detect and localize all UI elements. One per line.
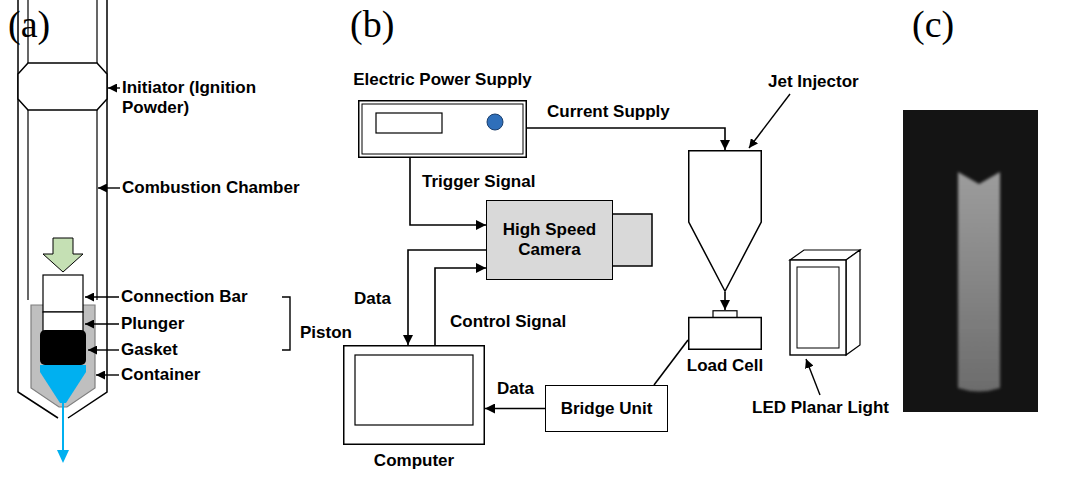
panel-letter: (b) xyxy=(350,2,394,46)
load-body xyxy=(689,318,762,350)
signal-label: Data xyxy=(495,379,536,399)
leader-lines xyxy=(85,88,290,375)
signal-label: Data xyxy=(352,289,393,309)
leader-line xyxy=(85,296,119,297)
node-shape xyxy=(358,100,527,158)
node-label: High Speed Camera xyxy=(493,220,606,260)
housing-wall xyxy=(96,0,97,63)
jet-line xyxy=(62,403,64,452)
part-label: Plunger xyxy=(121,314,184,334)
bracket xyxy=(282,297,290,350)
housing xyxy=(18,0,107,418)
initiator xyxy=(18,63,107,110)
connector xyxy=(654,340,688,385)
connector xyxy=(724,292,726,310)
jet-head xyxy=(57,450,69,463)
node-shape xyxy=(688,310,762,350)
pressure-arrow xyxy=(43,238,83,272)
panel-front xyxy=(790,260,846,355)
container xyxy=(31,305,95,407)
part-label: Piston xyxy=(300,323,352,343)
supply-bezel xyxy=(362,104,523,154)
jet-injector: Jet Injector xyxy=(688,150,762,292)
leader-line xyxy=(85,323,119,324)
monitor-frame xyxy=(344,346,485,445)
supply-knob xyxy=(487,114,503,130)
photo-ground xyxy=(903,110,1038,412)
injector-outline xyxy=(689,151,762,292)
leader-line xyxy=(806,359,820,395)
connector xyxy=(527,128,725,150)
node-label: Electric Power Supply xyxy=(353,70,532,90)
node-shape xyxy=(688,150,762,292)
node-label: Jet Injector xyxy=(768,72,859,92)
panel-inner xyxy=(797,267,839,348)
leader-line xyxy=(749,94,790,148)
signal-label: Control Signal xyxy=(448,312,568,332)
supply-display xyxy=(376,113,442,133)
chamber-wall xyxy=(96,110,97,300)
load-cell: Load Cell xyxy=(688,310,762,350)
node-label: Load Cell xyxy=(687,356,764,376)
plunger xyxy=(43,312,83,332)
panel-side xyxy=(846,250,860,355)
part-label: Connection Bar xyxy=(121,287,248,307)
supply-case xyxy=(359,101,527,158)
monitor-screen xyxy=(355,355,473,425)
part-label: Combustion Chamber xyxy=(122,178,300,198)
node-label: Bridge Unit xyxy=(561,399,653,419)
leader-line xyxy=(98,187,120,188)
gasket xyxy=(40,330,86,365)
camera-box: High Speed Camera xyxy=(486,200,613,280)
signal-label: Trigger Signal xyxy=(420,172,537,192)
node-shape xyxy=(343,345,485,445)
process-box: Bridge Unit xyxy=(545,385,668,432)
computer-monitor: Computer xyxy=(343,345,485,445)
part-label: Initiator (Ignition Powder) xyxy=(122,78,262,118)
node-label: LED Planar Light xyxy=(752,398,889,418)
signal-label: Current Supply xyxy=(545,102,672,122)
panel-letter: (c) xyxy=(912,2,954,46)
liquid-jet xyxy=(958,172,1000,392)
liquid xyxy=(40,365,86,403)
connector xyxy=(435,268,486,345)
panel-letter: (a) xyxy=(8,2,50,46)
part-label: Gasket xyxy=(121,340,178,360)
connector xyxy=(485,408,545,410)
node-label: Computer xyxy=(374,451,454,471)
leader-line xyxy=(88,349,119,350)
injector-section xyxy=(18,0,107,463)
load-pad xyxy=(713,311,737,318)
led-panel: LED Planar Light xyxy=(790,250,860,355)
camera-lens xyxy=(612,214,652,266)
part-label: Container xyxy=(121,365,200,385)
power-supply: Electric Power Supply xyxy=(358,100,527,158)
leader-line xyxy=(108,87,120,88)
chamber-wall xyxy=(27,110,28,300)
leader-line xyxy=(96,374,119,375)
node-shape xyxy=(790,250,860,355)
connection-bar xyxy=(43,275,83,312)
